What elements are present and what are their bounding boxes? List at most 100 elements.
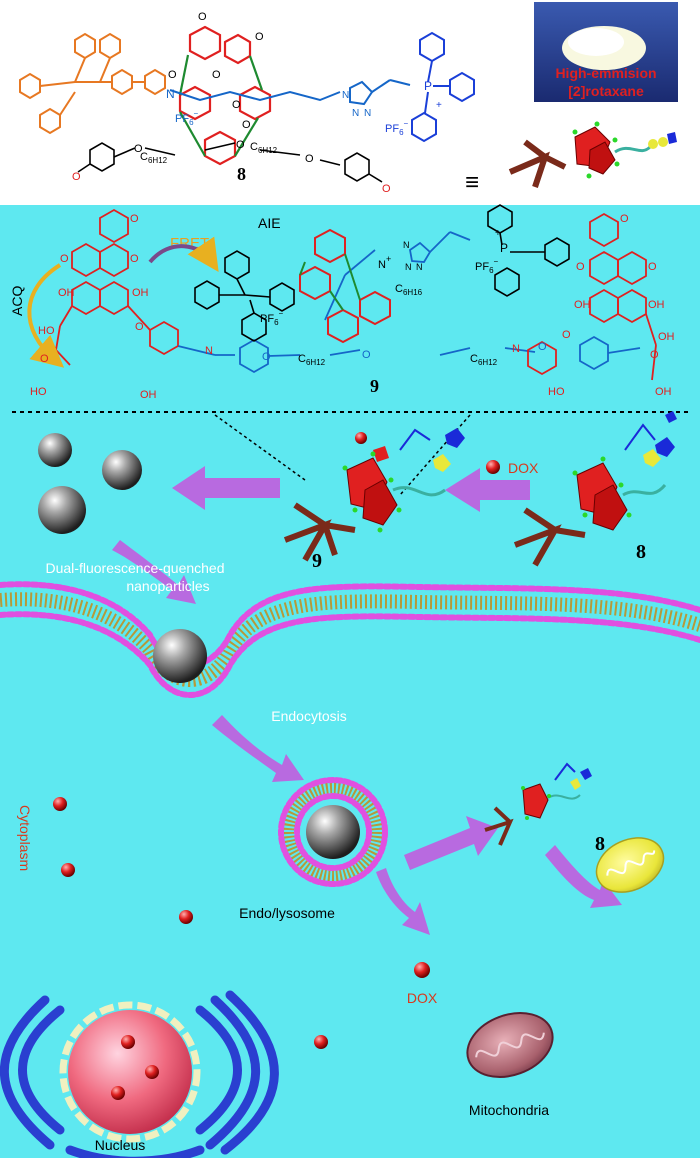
dox-r-o4: O [562, 329, 571, 341]
ring-o-3: O [232, 99, 241, 111]
nanoparticle-1 [38, 433, 72, 467]
nanoparticles-label-line2: nanoparticles [126, 578, 209, 594]
p-plus-label-9: + [495, 228, 501, 239]
nucleus-label: Nucleus [95, 1137, 146, 1153]
phosphonium-9 [487, 204, 570, 297]
pf6-label-9b: PF6− [475, 257, 499, 275]
aldehyde-o-1: O [72, 171, 81, 183]
rotaxane-3d-model-top [508, 121, 677, 188]
free-dox-3 [179, 910, 193, 924]
tpe-unit-9 [194, 250, 295, 342]
compound-9-model-label: 9 [312, 550, 322, 572]
aldehyde-o-2: O [382, 183, 391, 195]
compound-8-model-label-a: 8 [636, 541, 646, 563]
triazole-n3: N [364, 108, 371, 119]
arrow-to-membrane [112, 540, 196, 604]
ome-label-1: O [198, 11, 207, 23]
fret-arrow [148, 236, 219, 272]
ring-o-2: O [212, 69, 221, 81]
n-plus-label-9: N+ [378, 254, 391, 271]
dox-r-o1: O [576, 261, 585, 273]
dox-l-ome: O [130, 213, 139, 225]
rotaxane-model-8 [513, 411, 677, 567]
n-plus-label: N [166, 87, 175, 101]
nanoparticle-entering [153, 629, 207, 683]
purple-arrows [112, 466, 622, 935]
mitochondrion [466, 1012, 554, 1078]
arrow-8-to-9 [445, 468, 530, 512]
p-plus-label: + [436, 100, 442, 111]
rotaxane-model-9 [283, 428, 465, 562]
dox-r-o3: O [650, 349, 659, 361]
dox-l-n: N [205, 345, 213, 357]
equivalent-sign: ≡ [465, 169, 479, 196]
nanoparticle-2 [102, 450, 142, 490]
aie-label: AIE [258, 215, 281, 231]
triazole-n1-9: N [403, 240, 410, 250]
tpe-unit-8 [19, 32, 166, 135]
ome-label-2: O [255, 31, 264, 43]
c6h12-label-2: C6H12 [250, 141, 278, 155]
arrow-release-dox [376, 868, 430, 935]
c6h12-label-9a: C6H12 [298, 353, 326, 367]
dox-l-o3: O [40, 353, 49, 365]
pf6-label-9a: PF6− [260, 309, 284, 327]
c6h12-label-9b: C6H12 [470, 353, 498, 367]
mitochondria-label: Mitochondria [469, 1102, 549, 1118]
dox-r-ho1: HO [548, 386, 565, 398]
acq-arrow [27, 263, 65, 368]
dox-r-o2: O [648, 261, 657, 273]
cytoplasm-label: Cytoplasm [17, 805, 33, 871]
ether-o-2: O [236, 139, 245, 151]
dox-right [527, 212, 657, 381]
p-label-9: P [500, 241, 508, 255]
dox-l-oh1: OH [58, 287, 75, 299]
dox-l-ho1: HO [38, 325, 55, 337]
dox-l-o2: O [130, 253, 139, 265]
ether-o-1: O [134, 143, 143, 155]
photo-caption-line2: [2]rotaxane [568, 83, 644, 99]
dox-r-ome: O [620, 213, 629, 225]
free-dox-5 [314, 1035, 328, 1049]
pf6-label-1: PF6− [175, 109, 199, 127]
arrow-to-nanoparticles [172, 466, 280, 510]
dox-l-oh2: OH [132, 287, 149, 299]
dox-r-oh3: OH [658, 331, 675, 343]
compound-8-label: 8 [237, 164, 246, 184]
triazole-n3-9: N [416, 262, 423, 272]
ring-o-4: O [242, 119, 251, 131]
free-dox-4 [414, 962, 430, 978]
triazole-n2-9: N [405, 262, 412, 272]
dox-label-bottom: DOX [407, 990, 438, 1006]
phosphonium-8 [411, 31, 475, 143]
linker-8 [169, 79, 411, 106]
dox-r-oh4: OH [655, 386, 672, 398]
mitochondrion-yellow [595, 837, 665, 893]
c6h16-label: C6H16 [395, 283, 423, 297]
compound-8-model-label-b: 8 [595, 833, 605, 855]
nanoparticle-cluster [38, 433, 142, 534]
link-o-b: O [362, 349, 371, 361]
endolysosome-label: Endo/lysosome [239, 905, 335, 921]
dox-r-oh2: OH [648, 299, 665, 311]
endocytosis-label: Endocytosis [271, 708, 346, 724]
photo-caption-line1: High-emmision [555, 65, 656, 81]
dox-right-labels: O O OH OH OH OH HO O O N O [512, 213, 675, 398]
acq-label: ACQ [9, 286, 25, 316]
top-section: N O O O O O O PF6− P + PF6− N N N C6H12 … [19, 2, 678, 196]
structure-9: AIE FRET ACQ 9 C6H16 N+ PF6− PF6− P + N … [9, 204, 675, 401]
pf6-label-2: PF6− [385, 119, 409, 137]
dox-l-o1: O [60, 253, 69, 265]
zoom-line-left [214, 414, 306, 481]
arrow-to-mitochondria [545, 845, 622, 908]
arrow-endocytosis [212, 715, 304, 782]
pillararene-9 [299, 228, 391, 344]
fret-label: FRET [170, 235, 209, 252]
pillararene-8 [178, 25, 272, 166]
nanoparticle-3 [38, 486, 86, 534]
compound-9-label: 9 [370, 376, 379, 396]
link-o-c: O [538, 341, 547, 353]
dox-r-n: N [512, 343, 520, 355]
